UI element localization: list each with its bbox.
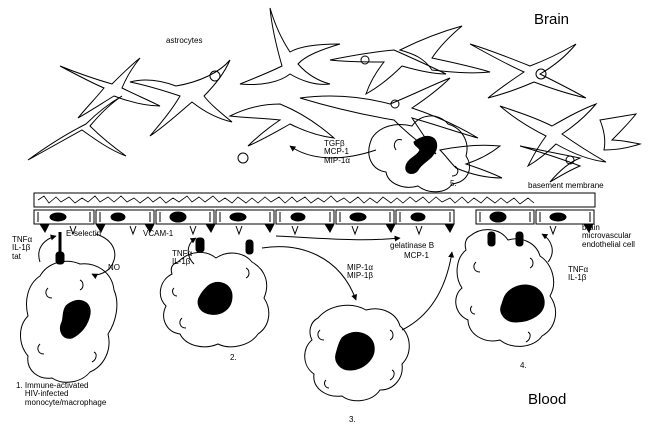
brain-cytokine-arrow: [289, 145, 377, 159]
arrow-cell2-tnf: [187, 237, 197, 265]
endothelial-cell-9: [535, 209, 595, 225]
astrocytes-label: astrocytes: [166, 36, 203, 45]
endothelial-cell-7: [395, 209, 455, 225]
cell-1-monocyte: [20, 232, 118, 383]
adhesion-molecules: [39, 223, 594, 234]
stage-4-label: 4.: [520, 361, 527, 370]
endothelial-cell-5: [275, 209, 335, 225]
endothelial-cell-label: brain microvascular endothelial cell: [582, 223, 635, 249]
stage-5-label: 5.: [450, 179, 457, 188]
endothelial-cell-2: [95, 209, 155, 225]
mcp1-mid-label: MCP-1: [404, 251, 429, 260]
cell-2-monocyte: [159, 237, 270, 348]
cell2-cytokines-label: TNFα IL-1β: [172, 249, 193, 267]
cell-3-monocyte: [304, 304, 410, 402]
no-label: NO: [108, 263, 120, 272]
vcam-label: VCAM-1: [143, 229, 174, 238]
arrow-cell4-tnf: [541, 233, 553, 263]
gelatinase-label: gelatinase B: [390, 241, 435, 250]
stage-1-caption: 1. Immune-activated HIV-infected monocyt…: [16, 381, 107, 407]
arrow-cell2-to-cell3: [261, 246, 357, 301]
brain-cytokines-label: TGFβ MCP-1 MIP-1α: [324, 139, 350, 165]
astrocyte-network: [27, 7, 642, 183]
stage-3-label: 3.: [349, 415, 356, 424]
arrow-cell3-out: [401, 251, 455, 331]
region-label-brain: Brain: [534, 11, 570, 28]
cell-4-monocyte: [455, 229, 557, 347]
cell3-cytokines-label: MIP-1α MIP-1β: [347, 263, 373, 281]
endothelial-cell-6: [335, 209, 395, 225]
cell4-cytokines-label: TNFα IL-1β: [568, 265, 589, 283]
arrow-cell1-tnf: [38, 234, 57, 263]
region-label-blood: Blood: [528, 391, 567, 408]
endothelial-cell-4: [215, 209, 275, 225]
endothelial-cell-8: [475, 209, 535, 225]
e-selectin-label: E-selectin: [66, 229, 102, 238]
receptor-ligands: [69, 225, 557, 236]
endothelial-layer: [33, 209, 595, 225]
stage-2-label: 2.: [230, 353, 237, 362]
cell-5-brain-macrophage: [368, 115, 470, 193]
endothelial-cell-3: [155, 209, 215, 225]
basement-membrane-label: basement membrane: [528, 181, 604, 190]
cell1-cytokines-label: TNFα IL-1β tat: [12, 235, 33, 261]
arrow-no: [91, 233, 116, 280]
endothelial-cell-1: [33, 209, 95, 225]
arrow-gelatinase: [275, 235, 401, 242]
basement-membrane-band: [33, 192, 596, 208]
